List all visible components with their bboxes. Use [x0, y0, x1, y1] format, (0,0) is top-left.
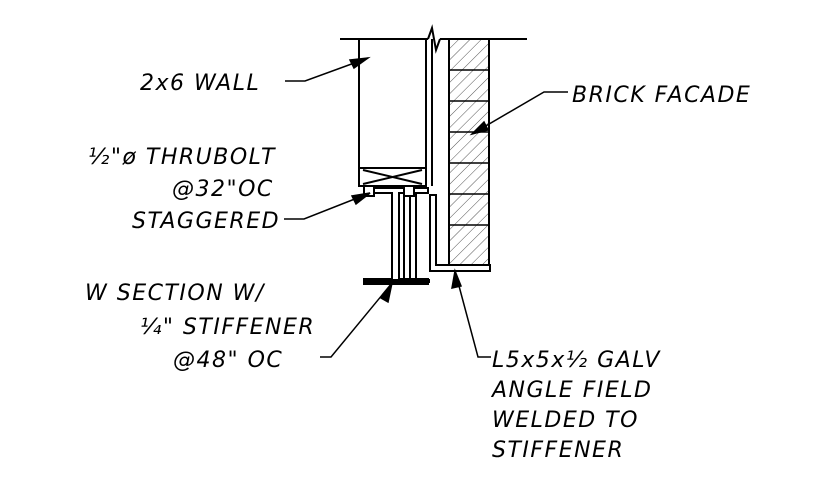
sill-plate	[358, 167, 427, 187]
label-2x6-wall: 2x6 WALL	[140, 71, 260, 96]
label-angle-4: STIFFENER	[492, 438, 624, 463]
label-thrubolt-1: ½"ø THRUBOLT	[88, 145, 276, 170]
label-angle-3: WELDED TO	[492, 408, 639, 433]
leader-lines	[284, 56, 568, 358]
label-wsection-2: ¼" STIFFENER	[140, 315, 315, 340]
label-thrubolt-2: @32"OC	[172, 177, 274, 202]
label-wsection-1: W SECTION W/	[85, 281, 266, 306]
label-wsection-3: @48" OC	[173, 348, 283, 373]
label-angle-1: L5x5x½ GALV	[492, 348, 661, 373]
label-brick-facade: BRICK FACADE	[572, 83, 751, 108]
brick-facade	[448, 38, 490, 266]
wall-stud	[358, 39, 433, 186]
w-section-beam	[363, 187, 429, 285]
galv-angle	[429, 194, 491, 272]
label-angle-2: ANGLE FIELD	[490, 378, 652, 403]
thrubolt-icon	[363, 185, 415, 197]
top-break-line	[340, 24, 527, 54]
label-thrubolt-3: STAGGERED	[132, 209, 280, 234]
